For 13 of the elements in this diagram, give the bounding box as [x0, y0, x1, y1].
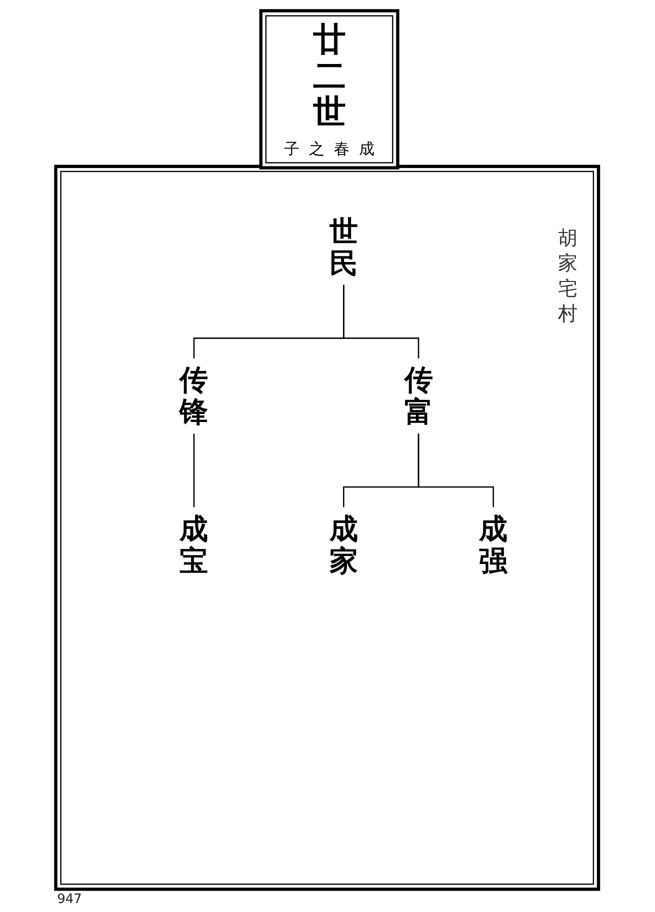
person-name: 传富 — [402, 364, 434, 428]
parent-note: 子之春成 — [283, 140, 384, 159]
lineage-line — [194, 434, 195, 508]
generation-number: 廿二世 — [313, 22, 346, 131]
lineage-line — [343, 284, 420, 358]
person-name: 成宝 — [178, 512, 210, 577]
person-name: 成家 — [328, 512, 360, 577]
village-name: 胡家宅村 — [557, 226, 579, 326]
person-name: 成强 — [478, 512, 509, 577]
page-number: 947 — [57, 892, 82, 908]
lineage-line — [418, 434, 494, 508]
person-name: 传锋 — [178, 364, 210, 428]
person-name: 世民 — [328, 215, 360, 280]
